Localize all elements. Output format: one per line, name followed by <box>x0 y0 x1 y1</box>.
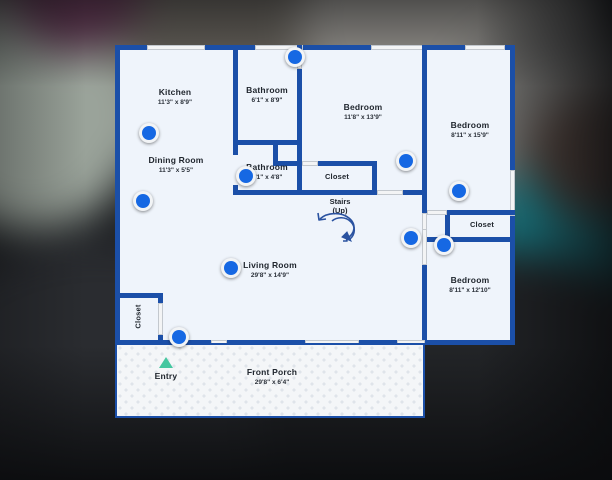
photo-marker-2[interactable] <box>133 191 153 211</box>
window-bedroom2-door <box>427 210 447 215</box>
floor-main <box>119 49 431 345</box>
wall-hall-stub-lower <box>422 265 427 345</box>
wall-closet-bedroom1-top <box>302 161 377 166</box>
photo-marker-8[interactable] <box>434 235 454 255</box>
stairs-indicator: Stairs (Up) <box>310 197 370 249</box>
wall-bathroom-divider <box>273 140 278 165</box>
entry-arrow-icon <box>159 357 173 368</box>
front-porch-area <box>115 343 425 418</box>
window-bathroom <box>255 45 303 50</box>
window-bedroom1-door <box>377 190 403 195</box>
photo-marker-7[interactable] <box>401 228 421 248</box>
wall-bedroom3-north <box>427 237 515 242</box>
wall-closet-bedroom2-top <box>445 210 515 215</box>
window-closet-bedroom1-opening <box>302 161 318 166</box>
floor-plan: Kitchen 11'3" x 8'9" Dining Room 11'3" x… <box>115 45 515 420</box>
window-bedroom-east <box>510 170 515 216</box>
photo-marker-9[interactable] <box>221 258 241 278</box>
wall-bathroom-south <box>233 140 302 145</box>
exterior-wall-left <box>115 45 120 345</box>
photo-marker-10[interactable] <box>169 327 189 347</box>
wall-kitchen-bathroom <box>233 45 238 190</box>
photo-marker-1[interactable] <box>139 123 159 143</box>
wall-bathroom-divider-h <box>273 161 302 166</box>
wall-bathroom-bedroom <box>297 63 302 193</box>
window-bedroom-north <box>371 45 423 50</box>
wall-closet-bedroom1-right <box>372 161 377 195</box>
window-kitchen <box>147 45 205 50</box>
window-hall-door-lower <box>422 229 427 265</box>
window-bedroom-northeast <box>465 45 505 50</box>
wall-center-vertical <box>422 45 427 345</box>
window-closet-entry-door <box>158 303 163 335</box>
stairs-label: Stairs <box>329 197 351 206</box>
stairs-direction-label: (Up) <box>332 206 348 215</box>
photo-marker-6[interactable] <box>449 181 469 201</box>
photo-marker-3[interactable] <box>285 47 305 67</box>
exterior-wall-top <box>115 45 515 50</box>
wall-bathroom2-south <box>233 190 302 195</box>
wall-closet-entry-top <box>115 293 163 298</box>
wall-hall-stub-upper <box>403 190 427 195</box>
stairs-spiral-arrow-icon <box>317 212 356 242</box>
doorway-bathroom2 <box>233 155 238 185</box>
photo-marker-4[interactable] <box>236 166 256 186</box>
wall-closet-bedroom2-left <box>445 210 450 242</box>
floor-right <box>427 49 511 345</box>
wall-hall-south <box>302 190 427 195</box>
photo-marker-5[interactable] <box>396 151 416 171</box>
